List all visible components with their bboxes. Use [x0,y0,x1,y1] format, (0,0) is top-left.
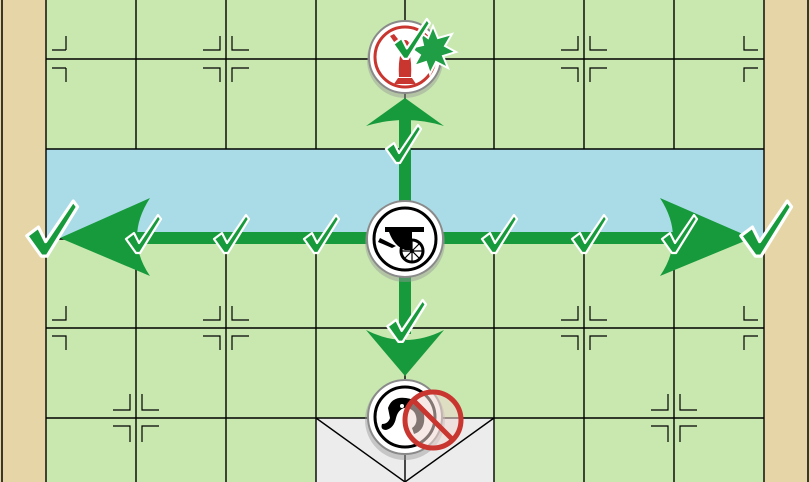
arrow-right-icon [660,198,752,276]
arrow-down-icon [366,330,444,376]
arrow-left-icon [60,198,150,276]
piece-chariot[interactable] [365,200,445,282]
arrow-up-icon [366,98,444,126]
position-markers [52,36,758,442]
forbidden-icon [402,389,464,451]
chariot-icon [378,227,425,264]
